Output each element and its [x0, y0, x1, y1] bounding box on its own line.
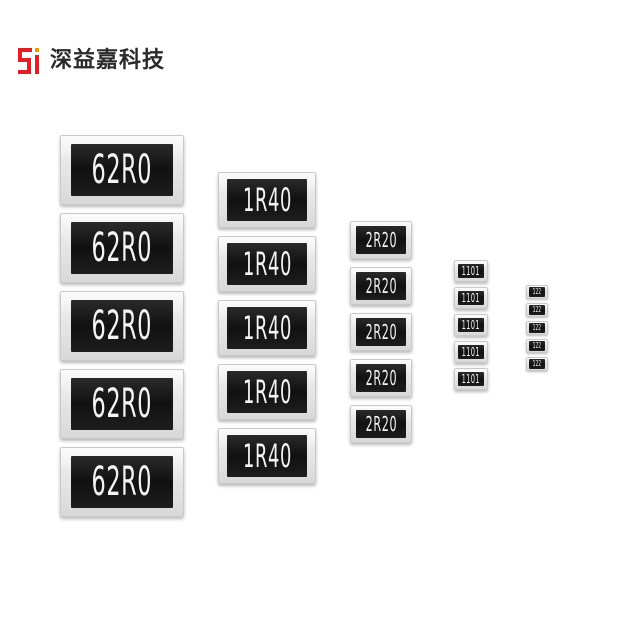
resistor-body: 62R0 — [70, 300, 174, 352]
smd-resistor-chip: 1101 — [454, 368, 488, 390]
resistor-body: 122 — [529, 305, 545, 315]
resistor-marking-code: 1R40 — [242, 245, 292, 283]
resistor-body: 1101 — [458, 344, 484, 360]
resistor-body: 1101 — [458, 263, 484, 279]
resistor-marking-code: 122 — [532, 359, 542, 368]
resistor-body: 2R20 — [355, 318, 407, 346]
resistor-marking-code: 2R20 — [365, 320, 397, 344]
resistor-body: 122 — [529, 323, 545, 333]
smd-resistor-chip: 122 — [526, 285, 548, 299]
resistor-marking-code: 122 — [532, 341, 542, 350]
resistor-marking-code: 1101 — [461, 318, 481, 332]
smd-resistor-chip: 1R40 — [218, 364, 316, 420]
resistor-body: 122 — [529, 287, 545, 297]
smd-resistor-chip: 122 — [526, 303, 548, 317]
smd-resistor-chip: 122 — [526, 339, 548, 353]
resistor-marking-code: 1101 — [461, 345, 481, 359]
resistor-body: 122 — [529, 359, 545, 369]
resistor-body: 1R40 — [226, 371, 308, 413]
smd-resistor-chip: 1101 — [454, 260, 488, 282]
resistor-body: 1R40 — [226, 435, 308, 477]
resistor-marking-code: 62R0 — [91, 147, 153, 193]
smd-resistor-chip: 1R40 — [218, 236, 316, 292]
resistor-marking-code: 62R0 — [91, 225, 153, 271]
resistor-column-2r20: 2R20 2R20 2R20 2R20 2R20 — [350, 221, 412, 443]
smd-resistor-chip: 62R0 — [60, 291, 184, 361]
resistor-body: 122 — [529, 341, 545, 351]
resistor-column-1101: 1101 1101 1101 1101 1101 — [454, 260, 488, 390]
smd-resistor-chip: 2R20 — [350, 267, 412, 305]
resistor-marking-code: 2R20 — [365, 228, 397, 252]
resistor-marking-code: 122 — [532, 323, 542, 332]
smd-resistor-chip: 62R0 — [60, 213, 184, 283]
resistor-marking-code: 122 — [532, 305, 542, 314]
company-logo-icon — [18, 48, 39, 74]
resistor-body: 62R0 — [70, 456, 174, 508]
smd-resistor-chip: 1101 — [454, 314, 488, 336]
smd-resistor-chip: 2R20 — [350, 313, 412, 351]
resistor-body: 62R0 — [70, 144, 174, 196]
resistor-marking-code: 1R40 — [242, 309, 292, 347]
resistor-body: 2R20 — [355, 226, 407, 254]
smd-resistor-chip: 62R0 — [60, 447, 184, 517]
resistor-column-1r40: 1R40 1R40 1R40 1R40 1R40 — [218, 172, 316, 484]
resistor-marking-code: 1R40 — [242, 181, 292, 219]
resistor-marking-code: 1101 — [461, 372, 481, 386]
smd-resistor-chip: 1101 — [454, 341, 488, 363]
smd-resistor-chip: 1R40 — [218, 172, 316, 228]
resistor-body: 1101 — [458, 317, 484, 333]
resistor-marking-code: 122 — [532, 287, 542, 296]
resistor-body: 1R40 — [226, 179, 308, 221]
resistor-marking-code: 1R40 — [242, 437, 292, 475]
smd-resistor-chip: 1101 — [454, 287, 488, 309]
smd-resistor-chip: 2R20 — [350, 359, 412, 397]
resistor-column-62r0: 62R0 62R0 62R0 62R0 62R0 — [60, 135, 184, 517]
resistor-marking-code: 1R40 — [242, 373, 292, 411]
resistor-marking-code: 62R0 — [91, 381, 153, 427]
resistor-marking-code: 62R0 — [91, 459, 153, 505]
resistor-body: 1R40 — [226, 243, 308, 285]
resistor-body: 1101 — [458, 371, 484, 387]
resistor-body: 2R20 — [355, 364, 407, 392]
resistor-body: 1101 — [458, 290, 484, 306]
smd-resistor-chip: 2R20 — [350, 221, 412, 259]
resistor-body: 62R0 — [70, 378, 174, 430]
resistor-marking-code: 2R20 — [365, 274, 397, 298]
resistor-body: 2R20 — [355, 272, 407, 300]
resistor-marking-code: 1101 — [461, 264, 481, 278]
resistor-marking-code: 2R20 — [365, 366, 397, 390]
smd-resistor-chip: 62R0 — [60, 369, 184, 439]
smd-resistor-chip: 2R20 — [350, 405, 412, 443]
smd-resistor-chip: 1R40 — [218, 428, 316, 484]
smd-resistor-chip: 122 — [526, 357, 548, 371]
resistor-marking-code: 62R0 — [91, 303, 153, 349]
resistor-column-122: 122 122 122 122 122 — [526, 285, 548, 371]
resistor-marking-code: 2R20 — [365, 412, 397, 436]
resistor-body: 1R40 — [226, 307, 308, 349]
brand-header: 深益嘉科技 — [16, 46, 165, 76]
resistor-body: 62R0 — [70, 222, 174, 274]
smd-resistor-chip: 62R0 — [60, 135, 184, 205]
smd-resistor-chip: 1R40 — [218, 300, 316, 356]
smd-resistor-chip: 122 — [526, 321, 548, 335]
resistor-marking-code: 1101 — [461, 291, 481, 305]
resistor-body: 2R20 — [355, 410, 407, 438]
company-name: 深益嘉科技 — [50, 48, 166, 73]
